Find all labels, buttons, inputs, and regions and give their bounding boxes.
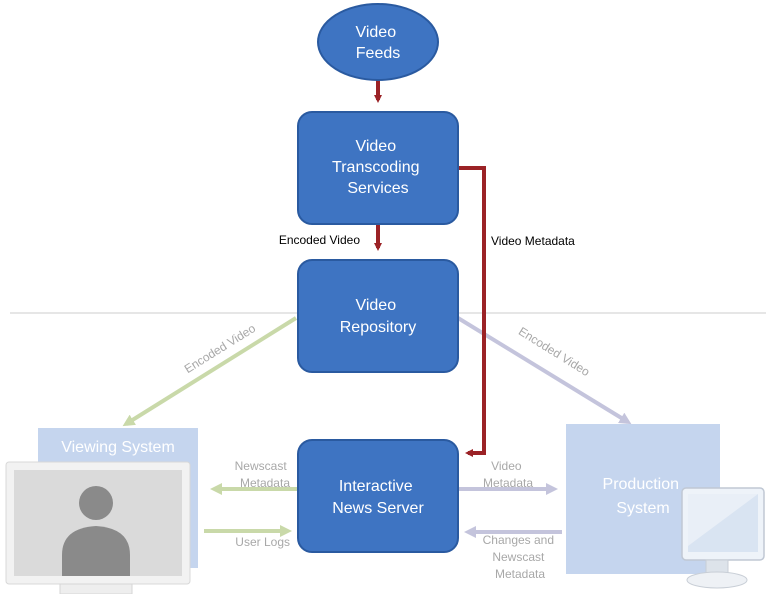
encoded-video-left-arrow [122,316,298,427]
viewing-system-label: Viewing System [61,439,175,456]
newscast-metadata-label: Newscast Metadata [235,459,291,490]
video-feeds-node [317,3,439,81]
encoded-video-main-label: Encoded Video [279,233,361,247]
encoded-video-right-label: Encoded Video [516,324,593,379]
transcoding-node [297,111,459,225]
repository-label: Video Repository [340,297,416,336]
user-logs-label: User Logs [235,535,290,549]
production-system-label: Production System [603,476,684,517]
news-server-label: Interactive News Server [332,478,424,517]
video-feeds-label: Video Feeds [355,24,400,62]
video-metadata-arrow [458,166,486,457]
monitor-person-icon [5,461,191,594]
video-metadata-main-label: Video Metadata [491,234,575,248]
changes-newscast-label: Changes and Newscast Metadata [483,533,558,581]
transcoding-label: Video Transcoding Services [332,138,424,197]
news-server-node [297,439,459,553]
monitor-icon [681,487,765,589]
repository-node [297,259,459,373]
video-metadata-right-label: Video Metadata [483,459,533,490]
encoded-video-right-arrow [456,316,632,425]
